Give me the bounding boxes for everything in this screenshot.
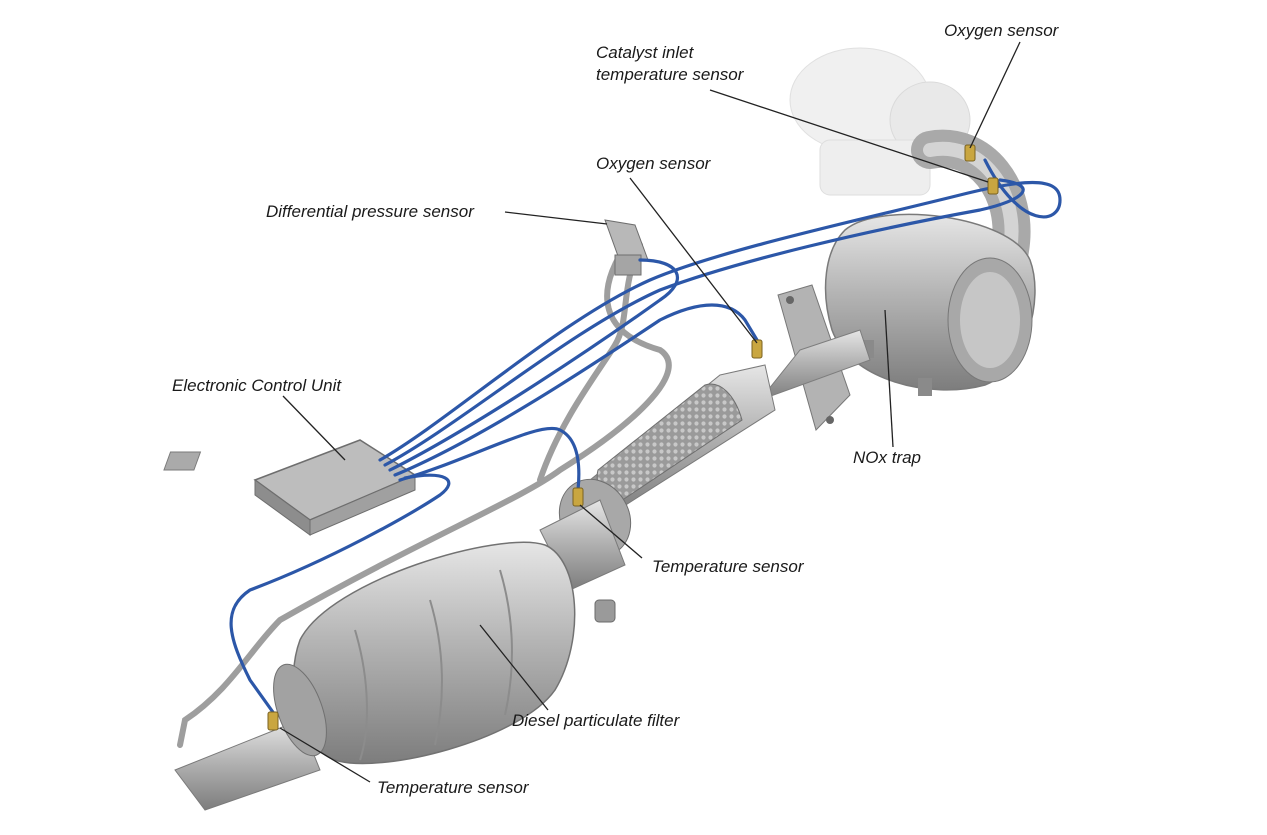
label-differential-pressure-sensor: Differential pressure sensor: [266, 202, 474, 221]
label-diesel-particulate-filter: Diesel particulate filter: [512, 711, 680, 730]
label-catalyst-inlet-line2: temperature sensor: [596, 65, 744, 84]
differential-pressure-sensor: [604, 219, 649, 276]
diesel-particulate-filter: [273, 541, 576, 765]
label-temperature-sensor-mid: Temperature sensor: [652, 557, 804, 576]
wiring-harness: [229, 158, 1062, 717]
label-catalyst-inlet-line1: Catalyst inlet: [596, 43, 694, 62]
tailpipe: [174, 719, 321, 811]
leader-lines: [279, 41, 1021, 783]
label-temperature-sensor-bottom: Temperature sensor: [377, 778, 529, 797]
label-oxygen-sensor-mid: Oxygen sensor: [596, 154, 711, 173]
nox-trap: [824, 213, 1036, 396]
electronic-control-unit: [163, 439, 417, 536]
label-electronic-control-unit: Electronic Control Unit: [172, 376, 342, 395]
sensor-fittings: [267, 144, 999, 731]
label-nox-trap: NOx trap: [853, 448, 922, 467]
label-oxygen-sensor-top: Oxygen sensor: [944, 21, 1059, 40]
turbocharger: [789, 47, 971, 196]
